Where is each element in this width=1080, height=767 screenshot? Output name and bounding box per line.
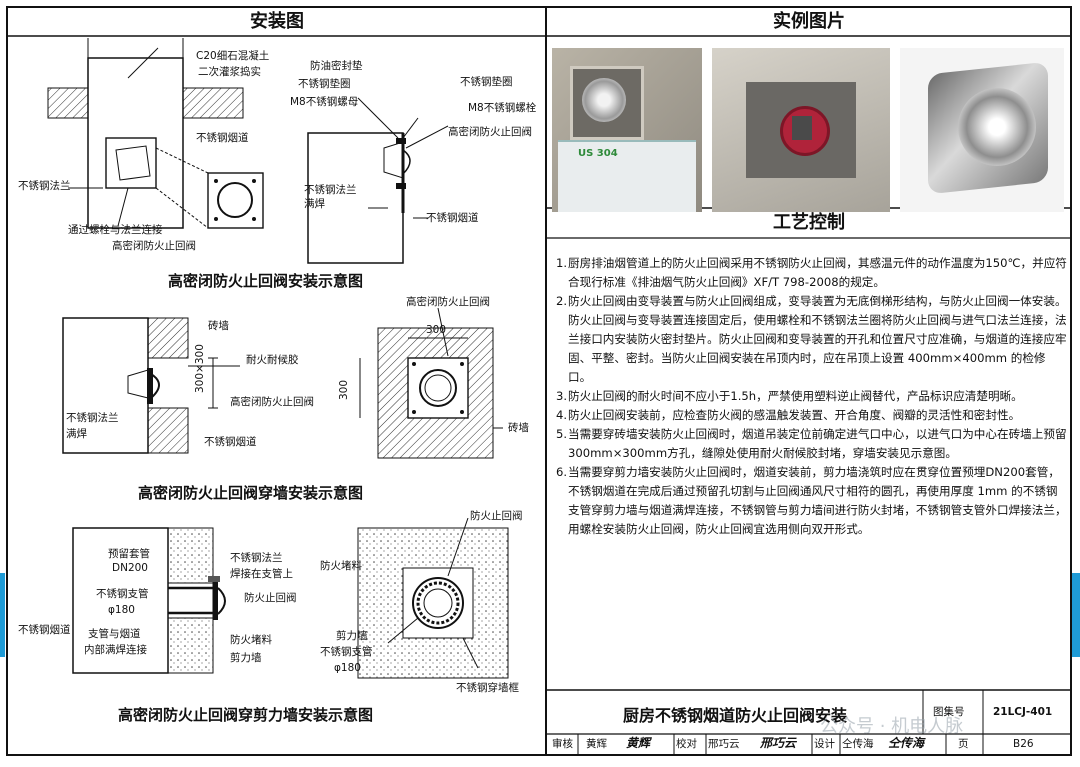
- design-signature: 仝传海: [888, 736, 925, 750]
- check-label: 校对: [676, 738, 697, 750]
- review-name: 黄辉: [586, 738, 607, 750]
- d1-label-d: 不锈钢法兰: [18, 180, 71, 192]
- d3-label-e: 不锈钢烟道: [18, 624, 71, 636]
- watermark: 公众号 · 机电人脉: [820, 716, 964, 737]
- d3-label-c: 不锈钢支管: [96, 588, 149, 600]
- d3-label-i: 焊接在支管上: [230, 568, 293, 580]
- d1-label-b: 二次灌浆捣实: [198, 66, 261, 78]
- diagram-brick-wall: [62, 307, 503, 459]
- d2-label-j: 300: [338, 379, 350, 400]
- d3-label-f: 支管与烟道: [88, 628, 141, 640]
- d3-label-h: 不锈钢法兰: [230, 552, 283, 564]
- d1-label-e: 通过螺栓与法兰连接: [68, 224, 163, 236]
- install-header: 安装图: [250, 11, 304, 32]
- accent-sidebar-left: [0, 573, 5, 657]
- d3-label-r: 不锈钢穿墙框: [456, 682, 519, 694]
- photo-valve-product: [900, 48, 1064, 212]
- d2-label-f: 满焊: [66, 428, 87, 440]
- photos-header: 实例图片: [773, 11, 845, 32]
- design-label: 设计: [814, 738, 835, 750]
- d3-label-d: φ180: [108, 604, 135, 616]
- d1-label-g: 防油密封垫: [310, 60, 363, 72]
- d3-label-q: φ180: [334, 662, 361, 674]
- review-label: 审核: [552, 738, 573, 750]
- diagram-valve-install: [47, 38, 449, 264]
- photo-valve-in-duct: [712, 48, 890, 212]
- d1-label-o: 不锈钢烟道: [426, 212, 479, 224]
- d1-label-i: M8不锈钢螺母: [290, 96, 359, 108]
- d2-label-a: 砖墙: [208, 320, 229, 332]
- d2-label-c: 300×300: [194, 344, 206, 393]
- d3-label-l: 剪力墙: [230, 652, 262, 664]
- d1-label-m: 不锈钢法兰: [304, 184, 357, 196]
- d3-label-o: 剪力墙: [336, 630, 368, 642]
- check-signature: 邢巧云: [760, 736, 797, 750]
- d2-label-d: 高密闭防火止回阀: [230, 396, 314, 408]
- d1-label-n: 满焊: [304, 198, 325, 210]
- d1-label-c: 不锈钢烟道: [196, 132, 249, 144]
- note-2: 2.防火止回阀由变导装置与防火止回阀组成，变导装置为无底倒梯形结构，与防火止回阀…: [556, 294, 1067, 384]
- d2-label-k: 砖墙: [508, 422, 529, 434]
- d3-label-m: 防火止回阀: [470, 510, 523, 522]
- d1-label-a: C20细石混凝土: [196, 50, 270, 62]
- note-4: 4.防火止回阀安装前，应检查防火阀的感温触发装置、开合角度、阀瓣的灵活性和密封性…: [556, 408, 1021, 422]
- atlas-label: 图集号: [933, 706, 965, 718]
- review-signature: 黄辉: [626, 736, 651, 750]
- drawing-sheet: 安装图 实例图片 工艺控制: [6, 6, 1072, 756]
- d1-label-f: 高密闭防火止回阀: [112, 240, 196, 252]
- caption-valve-install: 高密闭防火止回阀安装示意图: [168, 272, 364, 290]
- title-block-title: 厨房不锈钢烟道防火止回阀安装: [622, 706, 847, 725]
- atlas-number: 21LCJ-401: [993, 706, 1053, 718]
- d3-label-a: 预留套管: [108, 548, 150, 560]
- note-6: 6.当需要穿剪力墙安装防火止回阀时，烟道安装前，剪力墙浇筑时应在贯穿位置预埋DN…: [556, 465, 1067, 536]
- photo-tag-text: US 304: [578, 148, 618, 159]
- d3-label-j: 防火止回阀: [244, 592, 297, 604]
- d2-label-i: 300: [426, 324, 447, 336]
- d1-label-j: 不锈钢垫圈: [460, 76, 513, 88]
- process-header: 工艺控制: [773, 212, 845, 233]
- title-block-dividers: [577, 734, 947, 754]
- process-notes: 1.厨房排油烟管道上的防火止回阀采用不锈钢防火止回阀，其感温元件的动作温度为15…: [556, 254, 1068, 539]
- d1-label-l: 高密闭防火止回阀: [448, 126, 532, 138]
- d1-label-k: M8不锈钢螺栓: [468, 102, 537, 114]
- diagram-shear-wall: [72, 518, 509, 679]
- note-1: 1.厨房排油烟管道上的防火止回阀采用不锈钢防火止回阀，其感温元件的动作温度为15…: [556, 256, 1067, 289]
- d3-label-n: 防火堵料: [320, 560, 362, 572]
- note-5: 5.当需要穿砖墙安装防火止回阀时，烟道吊装定位前确定进气口中心，以进气口为中心在…: [556, 427, 1067, 460]
- page-label: 页: [958, 738, 969, 750]
- d3-label-g: 内部满焊连接: [84, 644, 147, 656]
- design-name: 仝传海: [842, 738, 874, 750]
- d2-label-g: 不锈钢烟道: [204, 436, 257, 448]
- caption-shear-wall: 高密闭防火止回阀穿剪力墙安装示意图: [118, 706, 374, 724]
- caption-brick-wall: 高密闭防火止回阀穿墙安装示意图: [138, 484, 364, 502]
- check-name: 邢巧云: [708, 738, 740, 750]
- accent-sidebar-right: [1072, 573, 1080, 657]
- d2-label-e: 不锈钢法兰: [66, 412, 119, 424]
- d3-label-p: 不锈钢支管: [320, 646, 373, 658]
- d2-label-b: 耐火耐候胶: [246, 354, 299, 366]
- page-number: B26: [1013, 738, 1034, 750]
- d2-label-h: 高密闭防火止回阀: [406, 296, 490, 308]
- d3-label-k: 防火堵料: [230, 634, 272, 646]
- photo-stainless-box: US 304: [552, 48, 702, 212]
- d3-label-b: DN200: [112, 562, 148, 574]
- note-3: 3.防火止回阀的耐火时间不应小于1.5h，严禁使用塑料逆止阀替代，产品标识应清楚…: [556, 389, 1023, 403]
- d1-label-h: 不锈钢垫圈: [298, 78, 351, 90]
